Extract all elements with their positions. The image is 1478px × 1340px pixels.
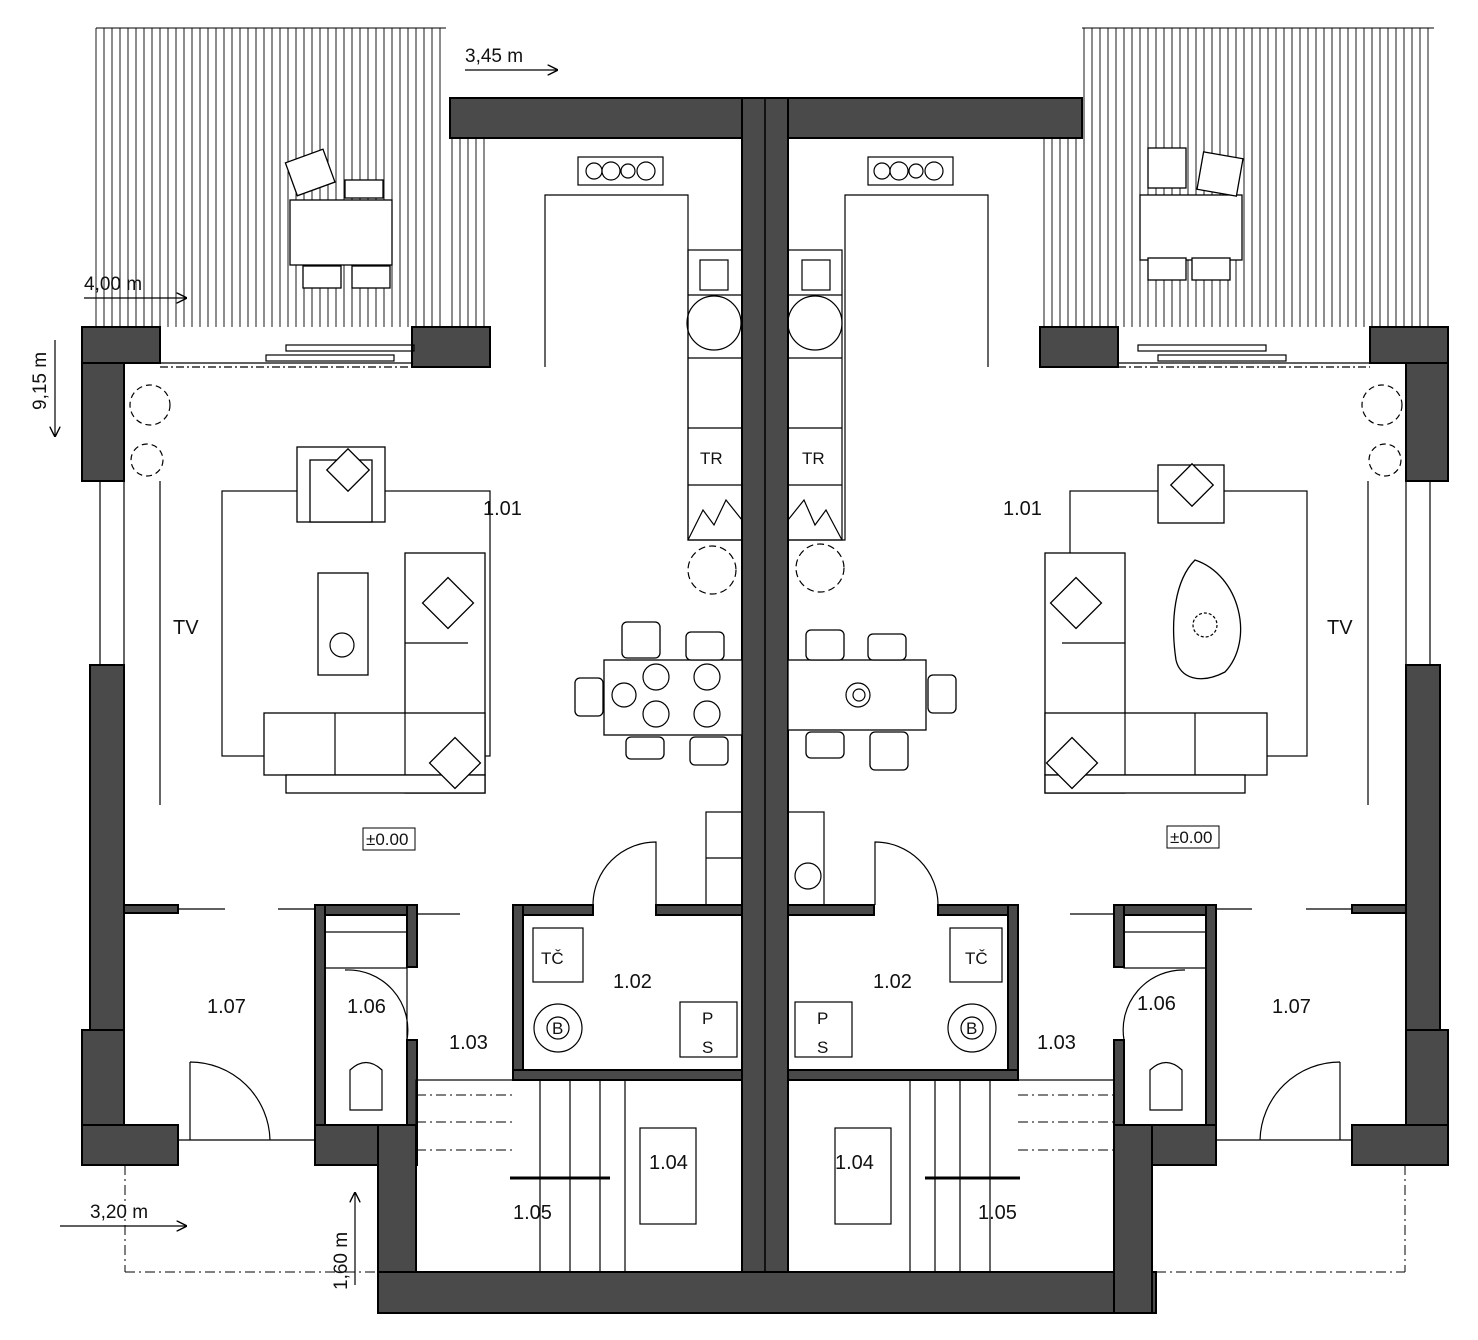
dim-entry-width: 3,20 m xyxy=(90,1202,148,1223)
washer-label-top-left: P xyxy=(702,1009,713,1028)
dining-left xyxy=(574,621,743,766)
terrace-deck-left xyxy=(95,27,485,327)
room-label-hall-left: 1.03 xyxy=(449,1032,488,1054)
washer-label-bottom-right: S xyxy=(817,1038,828,1057)
room-label-wc-left: 1.06 xyxy=(347,996,386,1018)
fridge-label-left: TR xyxy=(700,449,723,468)
stairs xyxy=(415,1079,1115,1273)
washer-label-bottom-left: S xyxy=(702,1038,713,1057)
heat-pump-label-right: TČ xyxy=(965,949,988,968)
room-label-entry-right: 1.07 xyxy=(1272,996,1311,1018)
dining-right xyxy=(787,629,957,771)
room-label-entry-left: 1.07 xyxy=(207,996,246,1018)
terrace-deck-right xyxy=(1043,27,1434,327)
dim-house-depth: 9,15 m xyxy=(30,352,51,410)
room-label-wc-right: 1.06 xyxy=(1137,993,1176,1015)
room-label-utility-left: 1.02 xyxy=(613,971,652,993)
tv-label-right: TV xyxy=(1327,617,1353,639)
kitchen-left xyxy=(544,156,743,906)
doors xyxy=(189,841,1341,1141)
fridge-label-right: TR xyxy=(802,449,825,468)
living-furniture-right xyxy=(1044,462,1308,794)
room-label-living-right: 1.01 xyxy=(1003,498,1042,520)
dim-terrace-depth: 4,00 m xyxy=(84,274,142,295)
level-box-left xyxy=(362,827,416,851)
kitchen-right xyxy=(787,156,989,906)
plants xyxy=(129,384,1403,702)
room-label-stair-left: 1.04 xyxy=(649,1152,688,1174)
dimension-lines xyxy=(55,70,1406,1285)
living-furniture-left xyxy=(221,446,491,794)
terrace-table-left xyxy=(284,148,393,289)
window-lines xyxy=(99,344,1431,1141)
room-label-landing-left: 1.05 xyxy=(513,1202,552,1224)
room-label-utility-right: 1.02 xyxy=(873,971,912,993)
dim-entry-depth: 1,60 m xyxy=(331,1232,352,1290)
room-label-stair-right: 1.04 xyxy=(835,1152,874,1174)
boiler-label-right: B xyxy=(966,1019,977,1038)
room-label-landing-right: 1.05 xyxy=(978,1202,1017,1224)
terrace-table-right xyxy=(1139,147,1244,281)
heat-pump-label-left: TČ xyxy=(541,949,564,968)
level-label-left: ±0.00 xyxy=(366,830,408,849)
room-label-living-left: 1.01 xyxy=(483,498,522,520)
level-label-right: ±0.00 xyxy=(1170,828,1212,847)
walls xyxy=(81,97,1449,1314)
level-box-right xyxy=(1166,825,1220,849)
room-label-hall-right: 1.03 xyxy=(1037,1032,1076,1054)
tv-label-left: TV xyxy=(173,617,199,639)
washer-label-top-right: P xyxy=(817,1009,828,1028)
boiler-label-left: B xyxy=(552,1019,563,1038)
dim-terrace-width: 3,45 m xyxy=(465,46,523,67)
fixtures xyxy=(324,927,1207,1111)
